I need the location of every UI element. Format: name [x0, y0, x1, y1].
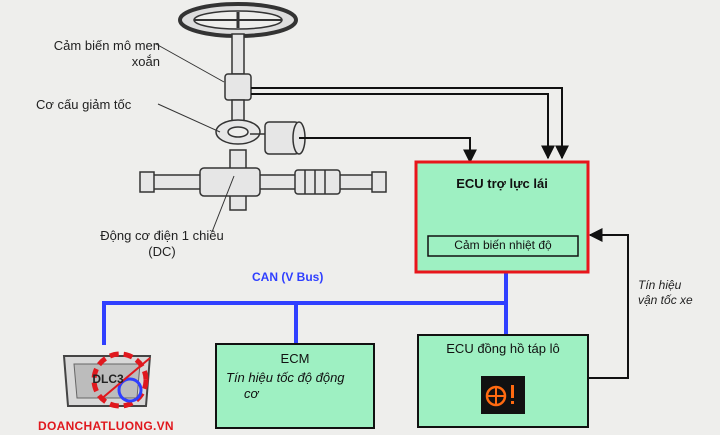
watermark-logo-icon	[91, 351, 151, 409]
watermark-text: DOANCHATLUONG.VN	[38, 419, 174, 433]
dc-motor	[250, 121, 306, 155]
reduction-gear-label: Cơ cấu giảm tốc	[36, 97, 132, 112]
ecm-box: ECM Tín hiệu tốc độ động cơ	[216, 344, 374, 428]
temp-sensor-frame	[427, 235, 579, 257]
dc-motor-label-line2: (DC)	[148, 244, 176, 259]
speed-signal-line2: vận tốc xe	[638, 293, 693, 307]
reduction-gear	[215, 119, 261, 145]
torque-sensor-label: Cảm biến mô men xoắn	[53, 38, 160, 69]
speed-signal-arrow	[588, 228, 629, 379]
leader-lines	[155, 43, 235, 233]
ecu-steering-box: ECU trợ lực lái Cảm biến nhiệt độ	[416, 162, 588, 272]
ecm-subtitle-line1: Tín hiệu tốc độ động	[226, 370, 345, 385]
ecu-dashboard-box: ECU đồng hồ táp lô	[418, 335, 588, 427]
dlc3-connector	[62, 355, 152, 407]
warning-lamp-icon	[481, 376, 525, 414]
steering-rack	[139, 167, 387, 197]
steering-wheel	[178, 2, 298, 38]
ecm-subtitle-line2: cơ	[244, 386, 259, 401]
ecm-title: ECM	[280, 351, 310, 366]
ecu-dashboard-title: ECU đồng hồ táp lô	[446, 341, 560, 356]
dc-motor-label: Động cơ điện 1 chiều (DC)	[62, 228, 262, 260]
can-bus-label: CAN (V Bus)	[252, 270, 324, 284]
dlc3-label: DLC3	[92, 372, 124, 386]
sensor-to-ecu-lines	[251, 87, 569, 164]
speed-signal-label: Tín hiệu vận tốc xe	[638, 278, 693, 308]
dc-motor-label-line1: Động cơ điện 1 chiều	[100, 228, 224, 243]
speed-signal-line1: Tín hiệu	[638, 278, 682, 292]
temp-sensor-label: Cảm biến nhiệt độ	[454, 238, 552, 252]
ecm-border	[215, 343, 375, 429]
ecu-steering-title: ECU trợ lực lái	[456, 176, 548, 191]
can-bus-lines	[102, 272, 508, 345]
ecm-subtitle: Tín hiệu tốc độ động cơ	[226, 370, 345, 402]
